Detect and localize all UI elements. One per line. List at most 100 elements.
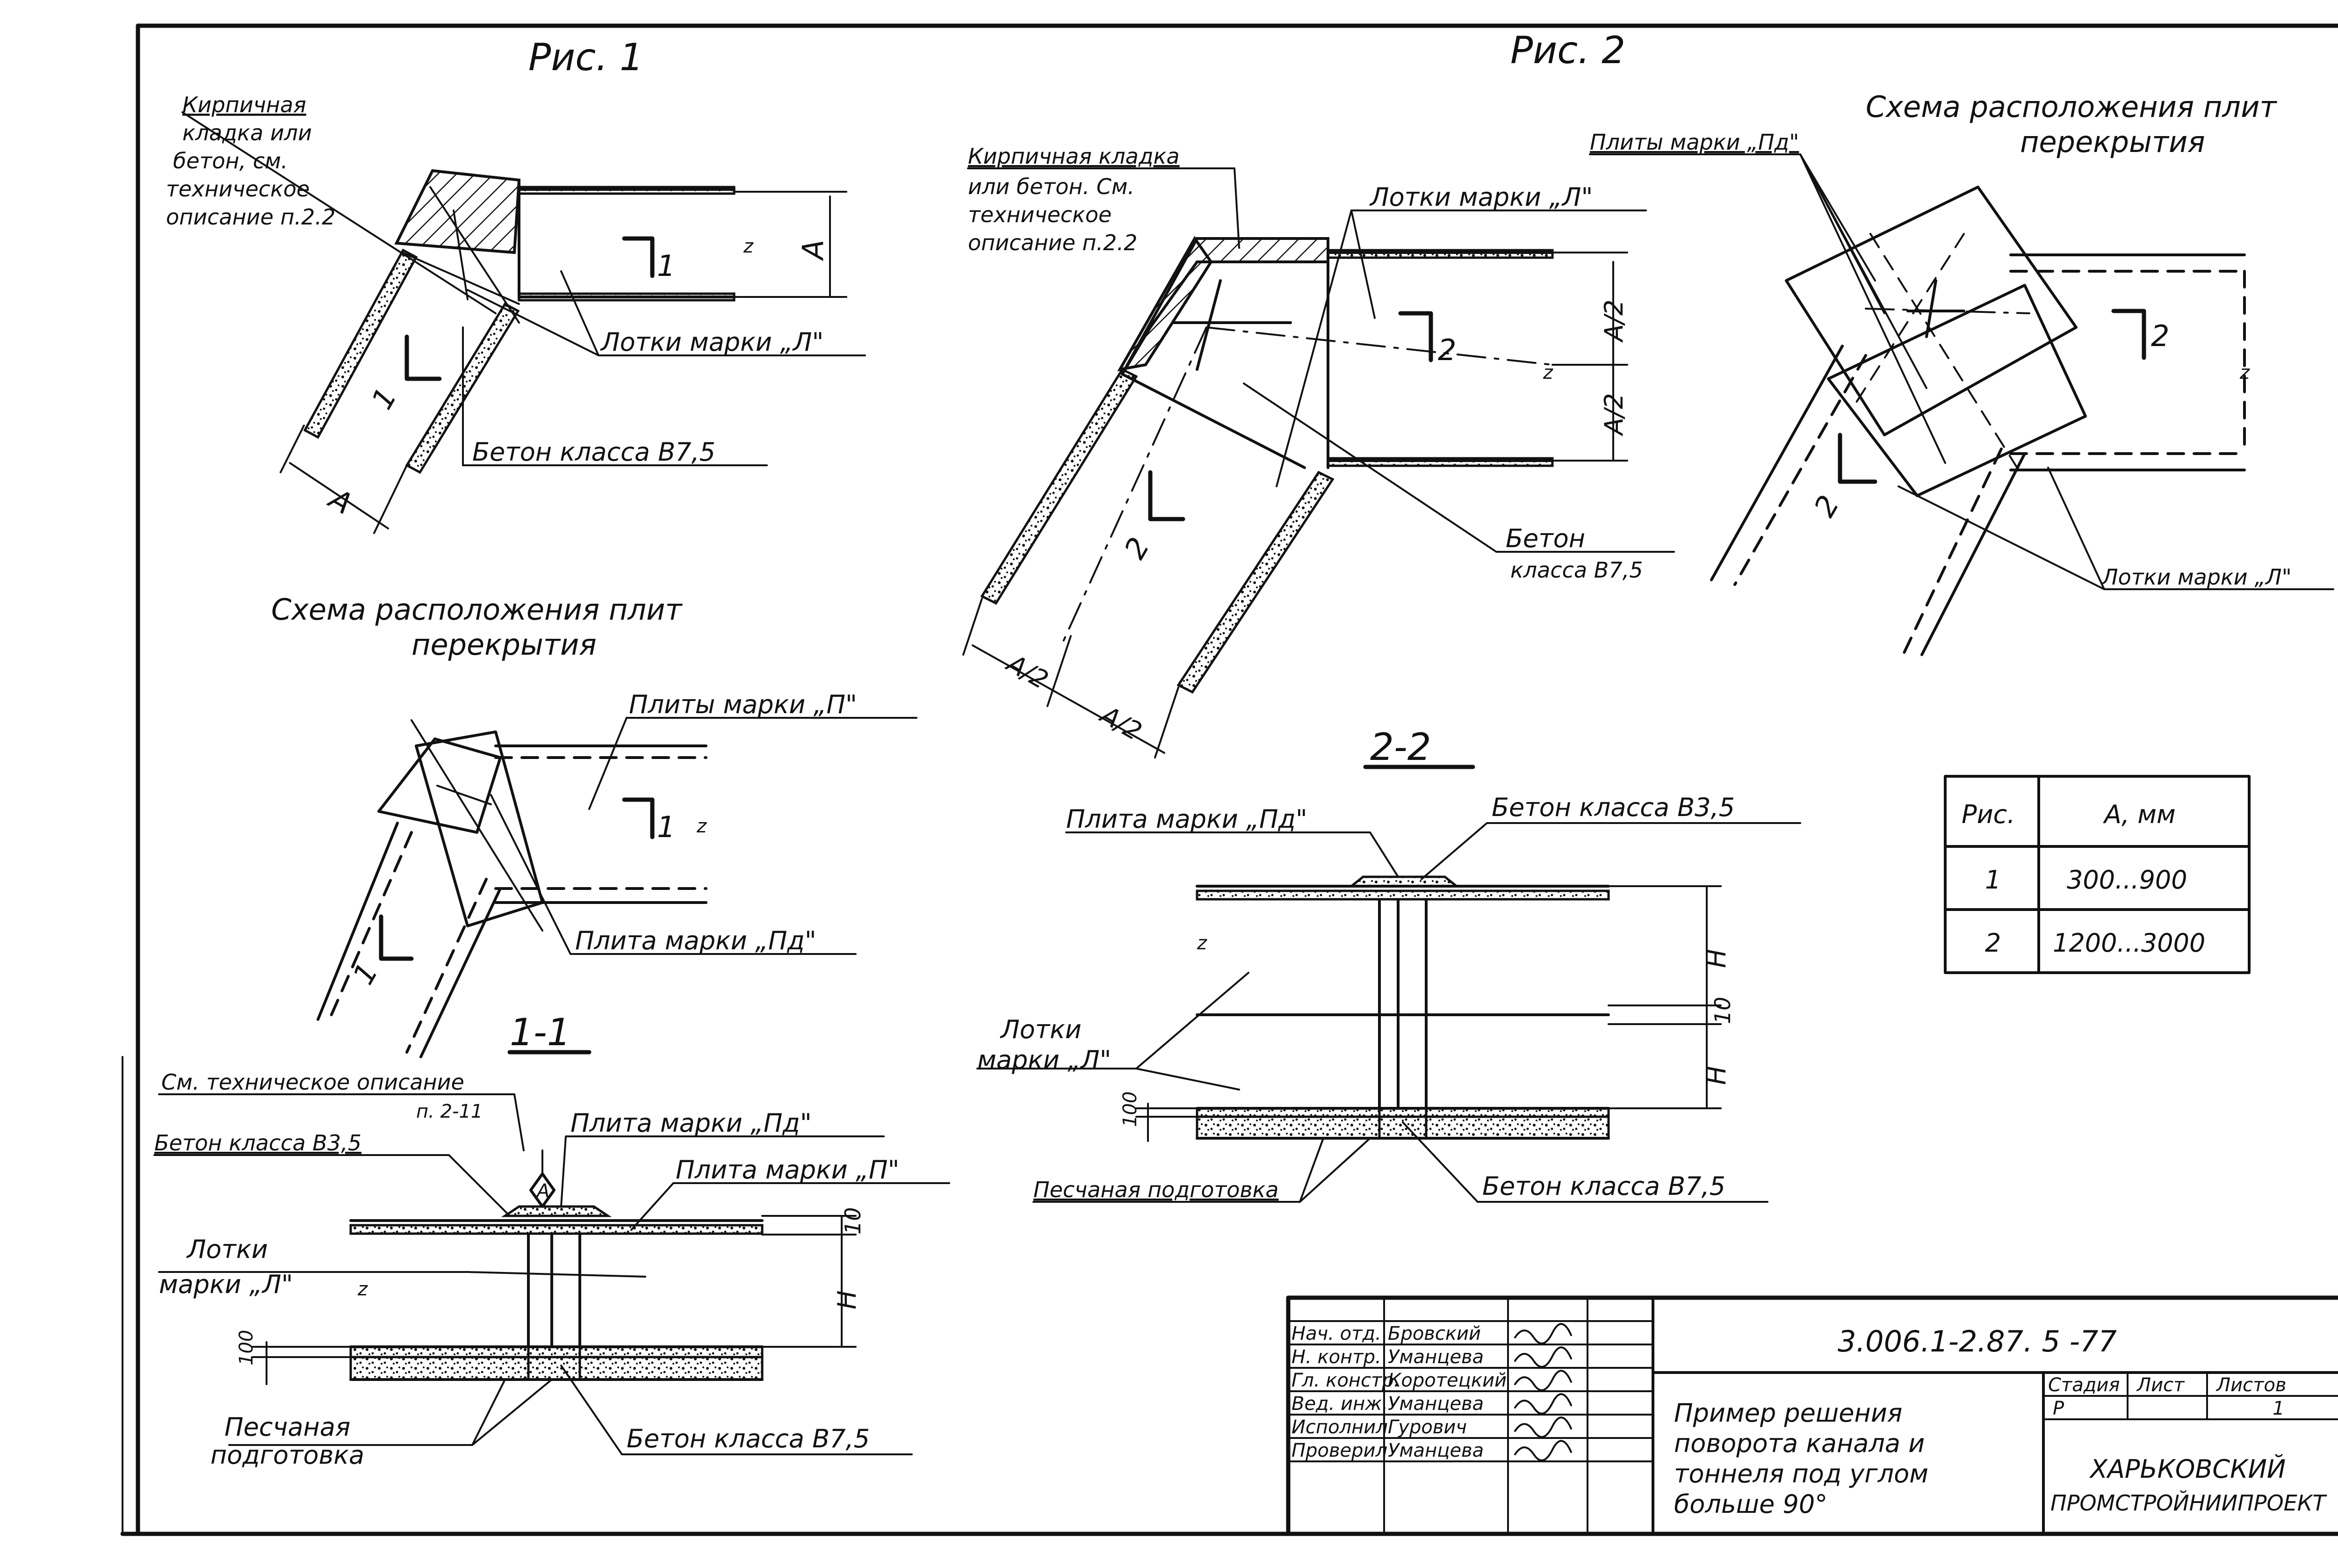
section-1-1-note-2: п. 2-11 (416, 1101, 483, 1122)
fig1-diag-wall-left (303, 248, 418, 439)
fig1-slabs-title-2: перекрытия (411, 628, 597, 662)
svg-text:А/2: А/2 (1599, 393, 1629, 437)
fig1-slab-bottom (518, 292, 736, 302)
fig2-section-mark-2 (1148, 470, 1185, 521)
title-block-roles: Нач. отд. Н. контр. Гл. констр. Вед. инж… (1292, 1323, 1400, 1461)
fig2-slab-section-mark-2 (1838, 433, 1877, 484)
svg-text:Уманцева: Уманцева (1388, 1346, 1484, 1368)
svg-text:100: 100 (236, 1330, 257, 1366)
fig1-masonry-block (394, 169, 521, 254)
svg-text:описание п.2.2: описание п.2.2 (166, 204, 335, 230)
fig2-slab-b (1827, 284, 2087, 497)
fig1-section-mark-2 (404, 334, 442, 381)
fig1-dim-a: А (796, 240, 830, 261)
svg-text:z: z (1197, 932, 1207, 954)
svg-text:Пример решения: Пример решения (1674, 1398, 1902, 1428)
section-2-2-title: 2-2 (1370, 725, 1431, 769)
svg-text:техническое: техническое (166, 176, 310, 202)
fig2-plan: А/2 А/2 z А/2 А/2 2 2 Кирпичная кладка и… (962, 144, 1675, 759)
svg-text:бетон, см.: бетон, см. (173, 148, 288, 173)
fig1-diag-joint (429, 186, 520, 324)
svg-text:2: 2 (2151, 319, 2169, 353)
fig2-slabs-trays-label: Лотки марки „Л" (2101, 564, 2292, 590)
fig1-axis-2 (401, 252, 520, 305)
section-2-2-sand: Песчаная подготовка (1033, 1177, 1278, 1202)
title-block: Нач. отд. Н. контр. Гл. констр. Вед. инж… (1286, 1295, 2338, 1536)
fig2-axis-straight (1205, 326, 1553, 366)
svg-text:А: А (535, 1180, 549, 1202)
fig1-slab-section-mark-2 (379, 914, 414, 961)
fig2-slab-scheme: Схема расположения плит перекрытия 2 z 2… (1589, 90, 2334, 656)
section-2-2: 2-2 z Н 10 Н 100 Плита марки „Пд" Бетон … (976, 725, 1801, 1203)
section-1-1-p: Плита марки „П" (676, 1155, 899, 1185)
fig2-trays-label: Лотки марки „Л" (1369, 182, 1593, 212)
fig1-plan: А z А 1 1 Кирпичная кладка или бетон, см… (166, 92, 866, 534)
svg-text:Коротецкий: Коротецкий (1388, 1370, 1507, 1391)
section-1-1: 1-1 А z 10 Н 100 См. техническое описани… (153, 1011, 950, 1470)
sheets-label: Листов (2215, 1374, 2286, 1396)
svg-text:тоннеля под углом: тоннеля под углом (1674, 1459, 1928, 1489)
fig1-sec-mark-1: 1 (657, 249, 675, 283)
svg-text:Н: Н (1702, 1066, 1732, 1085)
fig1-masonry-leader (181, 111, 497, 314)
svg-text:описание п.2.2: описание п.2.2 (968, 230, 1137, 255)
table-header-fig: Рис. (1962, 800, 2015, 829)
table-row-1-fig: 1 (1985, 865, 2001, 895)
svg-text:или бетон. См.: или бетон. См. (968, 174, 1134, 199)
svg-text:1: 1 (657, 810, 675, 844)
fig2-concrete-2: класса В7,5 (1510, 557, 1643, 583)
section-1-1-pd: Плита марки „Пд" (570, 1108, 812, 1138)
org-name-1: ХАРЬКОВСКИЙ (2089, 1454, 2286, 1484)
section-1-1-note-1: См. техническое описание (161, 1069, 464, 1095)
svg-text:Уманцева: Уманцева (1388, 1440, 1484, 1461)
stage-label: Стадия (2048, 1374, 2120, 1396)
fig1-trays-label: Лотки марки „Л" (600, 327, 823, 357)
section-1-1-trays-2: марки „Л" (159, 1270, 293, 1299)
svg-text:10: 10 (1710, 997, 1735, 1024)
section-2-2-trays-1: Лотки (1000, 1015, 1082, 1044)
sheet-label: Лист (2136, 1374, 2185, 1396)
fig1-slabs-title-1: Схема расположения плит (271, 593, 683, 627)
svg-text:10: 10 (840, 1207, 866, 1235)
table-header-a: А, мм (2103, 800, 2176, 829)
fig1-section-mark-1 (622, 236, 655, 278)
drawing-title: Пример решения поворота канала и тоннеля… (1674, 1398, 1928, 1519)
section-2-2-pd: Плита марки „Пд" (1066, 804, 1307, 834)
section-2-2-pd-leader (1065, 831, 1399, 878)
section-1-1-p-leader (630, 1182, 950, 1231)
svg-text:Н: Н (832, 1290, 862, 1309)
fig1-concrete-leader (462, 326, 768, 466)
svg-text:Кирпичная: Кирпичная (182, 92, 306, 117)
svg-text:z: z (2239, 362, 2250, 383)
svg-text:Нач. отд.: Нач. отд. (1292, 1323, 1381, 1344)
fig1-axis-1 (453, 210, 469, 300)
fig2-slab-a (1785, 186, 2078, 436)
svg-text:больше 90°: больше 90° (1674, 1489, 1827, 1519)
svg-text:кладка или: кладка или (182, 120, 312, 145)
title-block-names: Бровский Уманцева Коротецкий Уманцева Гу… (1388, 1323, 1507, 1461)
section-1-1-callout (529, 1172, 556, 1208)
fig1-slab-pd-label: Плита марки „Пд" (575, 926, 816, 955)
fig2-masonry-leader (967, 167, 1240, 249)
section-2-2-trays-2: марки „Л" (977, 1045, 1111, 1075)
section-1-1-b35: Бетон класса В3,5 (154, 1130, 361, 1156)
section-1-1-sand-2: подготовка (210, 1440, 364, 1470)
sheets-value: 1 (2273, 1398, 2284, 1419)
svg-text:Гурович: Гурович (1388, 1416, 1467, 1438)
svg-text:техническое: техническое (968, 202, 1111, 227)
svg-text:Гл. констр.: Гл. констр. (1292, 1370, 1400, 1391)
svg-text:Уманцева: Уманцева (1388, 1393, 1484, 1415)
fig2-diag-wall-left (980, 368, 1138, 605)
section-2-2-b35: Бетон класса В3,5 (1492, 793, 1735, 822)
table-row-2-a: 1200...3000 (2053, 928, 2205, 958)
section-1-1-b75: Бетон класса В7,5 (627, 1424, 870, 1453)
svg-text:Бровский: Бровский (1388, 1323, 1481, 1344)
table-row-2-fig: 2 (1985, 928, 2001, 958)
fig1-masonry-note: Кирпичная кладка или бетон, см. техничес… (166, 92, 335, 230)
fig1-z-mark: z (743, 236, 754, 257)
section-1-1-pd-leader (560, 1135, 885, 1207)
section-1-1-sand-1: Песчаная (224, 1412, 350, 1442)
svg-text:z: z (1543, 362, 1553, 383)
fig2-slab-section-mark (2111, 309, 2146, 360)
